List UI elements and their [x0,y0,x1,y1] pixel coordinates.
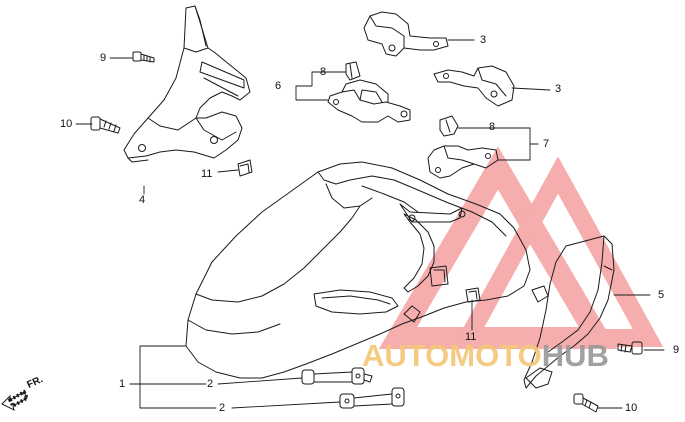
callout-part-3-top: 3 [480,34,487,46]
callout-part-9-left: 9 [100,52,107,64]
watermark-text: AUTOMOTOHUB [362,340,609,371]
callout-part-8-top: 8 [320,66,327,78]
callout-part-1: 1 [119,378,126,390]
bracket-part-4 [123,5,251,163]
callout-part-11-mid: 11 [465,331,477,343]
callout-part-6: 6 [275,80,282,92]
callout-part-9-right: 9 [673,344,680,356]
leader-lines [75,39,665,409]
clip-part-11-mid [465,287,481,303]
callout-part-3-mid: 3 [555,83,562,95]
stay-part-2-upper [301,367,373,385]
callout-part-10-left: 10 [60,118,73,130]
clip-part-11-left [237,159,253,177]
callout-part-5: 5 [658,289,665,301]
callout-part-10-right: 10 [625,402,638,414]
front-direction-arrow [1,389,30,411]
callout-part-8-mid: 8 [489,121,496,133]
watermark-text-part2: HUB [541,338,609,373]
side-cover-part-5 [523,235,615,389]
clamp-part-6 [327,79,411,123]
clamp-part-3-top [363,11,449,57]
bolt-part-9-left [132,51,155,63]
bolt-part-10-left [90,116,121,134]
watermark-logo-mark [378,146,664,349]
bolt-part-10-right [573,393,599,413]
callout-part-11-left: 11 [201,168,213,180]
stay-part-2-lower [339,387,405,409]
clamp-part-3-mid [433,65,515,107]
nut-part-8-top [345,61,361,81]
callout-part-2-lower: 2 [219,402,226,414]
watermark-triangle-right [452,156,664,347]
front-fender-part-1 [185,161,531,379]
watermark-text-part1: AUTOMOTO [362,338,542,373]
callout-part-2-upper: 2 [207,378,214,390]
nut-part-8-mid [439,115,459,137]
callout-part-7: 7 [543,138,550,150]
callout-part-4: 4 [139,194,146,206]
bolt-part-9-right [617,341,643,355]
